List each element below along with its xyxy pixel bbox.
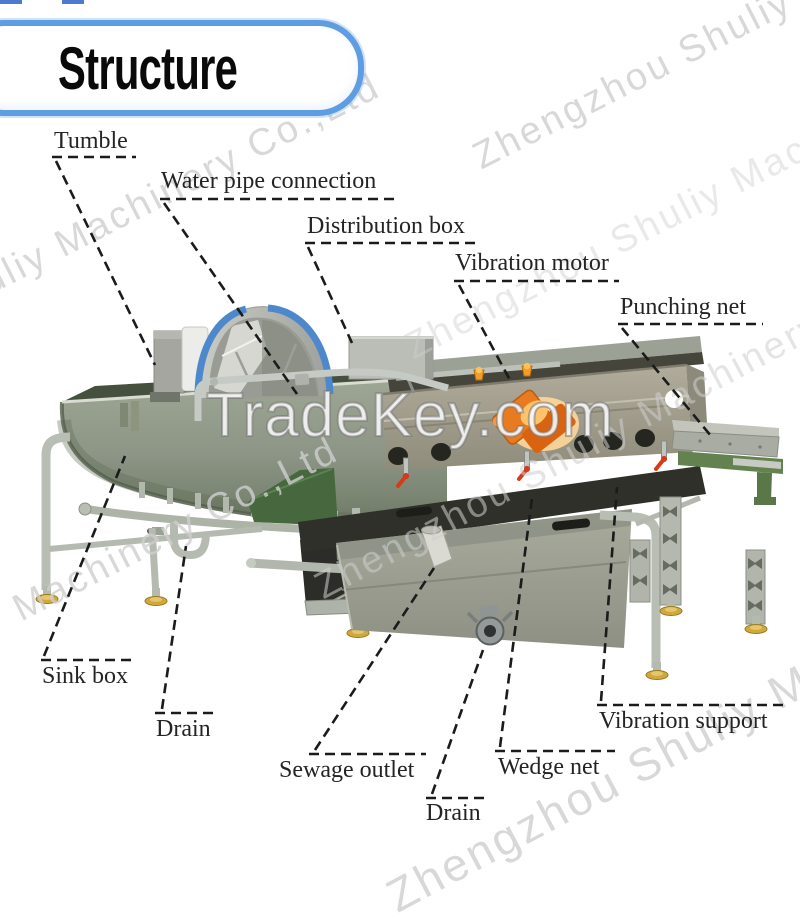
label-tumble: Tumble xyxy=(54,128,128,154)
label-drain-bottom: Drain xyxy=(426,800,481,826)
vibration-motor xyxy=(492,389,576,454)
vibration-supports xyxy=(599,495,768,680)
tumble-drum xyxy=(150,304,334,402)
label-drain-left: Drain xyxy=(156,716,211,742)
label-sewage-outlet: Sewage outlet xyxy=(279,757,415,783)
drain-camlock xyxy=(466,604,514,646)
label-vibration-support: Vibration support xyxy=(599,708,768,734)
label-distribution-box: Distribution box xyxy=(307,213,466,239)
title-banner: Structure xyxy=(0,20,364,116)
blue-accent-sliver xyxy=(62,0,84,4)
page-title: Structure xyxy=(58,34,238,102)
blue-accent-sliver xyxy=(0,0,22,4)
label-sink-box: Sink box xyxy=(42,663,129,689)
label-water-pipe: Water pipe connection xyxy=(161,168,377,194)
label-wedge-net: Wedge net xyxy=(498,754,600,780)
label-vibration-motor: Vibration motor xyxy=(455,250,609,276)
label-punching-net: Punching net xyxy=(620,294,746,320)
